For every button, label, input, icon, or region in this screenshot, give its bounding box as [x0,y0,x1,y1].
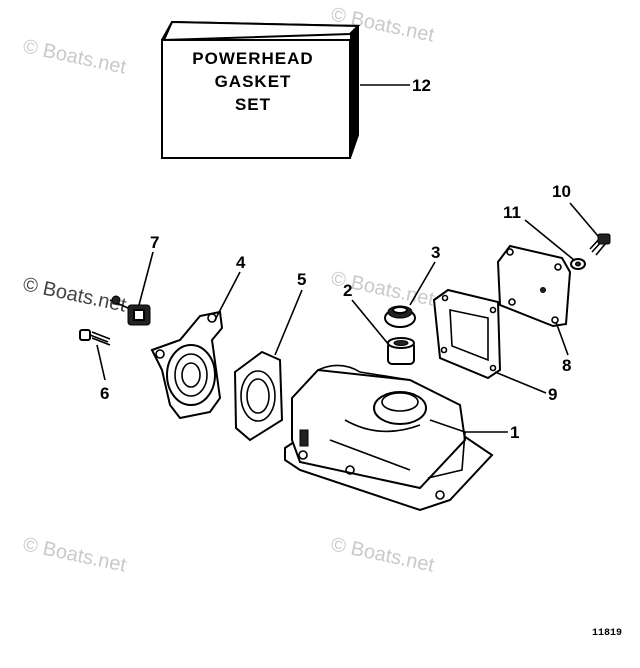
callout-12: 12 [412,76,431,95]
callout-3: 3 [431,243,440,262]
watermark: © Boats.net [21,273,129,316]
part-9-cover-gasket [432,288,502,380]
callout-7: 7 [150,233,159,252]
part-2-bushing [387,337,415,365]
part-11-washer [570,258,586,270]
leader-lines [96,84,599,433]
callout-11: 11 [503,203,521,222]
watermark: © Boats.net [21,35,129,78]
part-1-housing [284,364,494,512]
part-6-screw [79,329,111,346]
gasket-set-box: POWERHEAD GASKET SET [161,20,361,159]
watermark: © Boats.net [329,533,437,576]
callout-10: 10 [552,182,571,201]
callout-2: 2 [343,281,352,300]
part-3-seal [384,305,416,328]
part-5-gasket [233,350,284,442]
callout-5: 5 [297,270,306,289]
figure-number: 11819 [592,628,622,639]
callout-1: 1 [510,423,519,442]
callout-4: 4 [236,253,246,272]
part-8-cover-plate [496,244,572,328]
callout-9: 9 [548,385,557,404]
box-label-line-1: POWERHEAD [192,49,313,68]
part-4-bearing-housing [150,310,224,420]
callout-8: 8 [562,356,571,375]
box-label-line-2: GASKET [215,72,292,91]
box-label-line-3: SET [235,95,271,114]
watermark: © Boats.net [21,533,129,576]
part-10-bolt [589,233,611,256]
callout-6: 6 [100,384,109,403]
